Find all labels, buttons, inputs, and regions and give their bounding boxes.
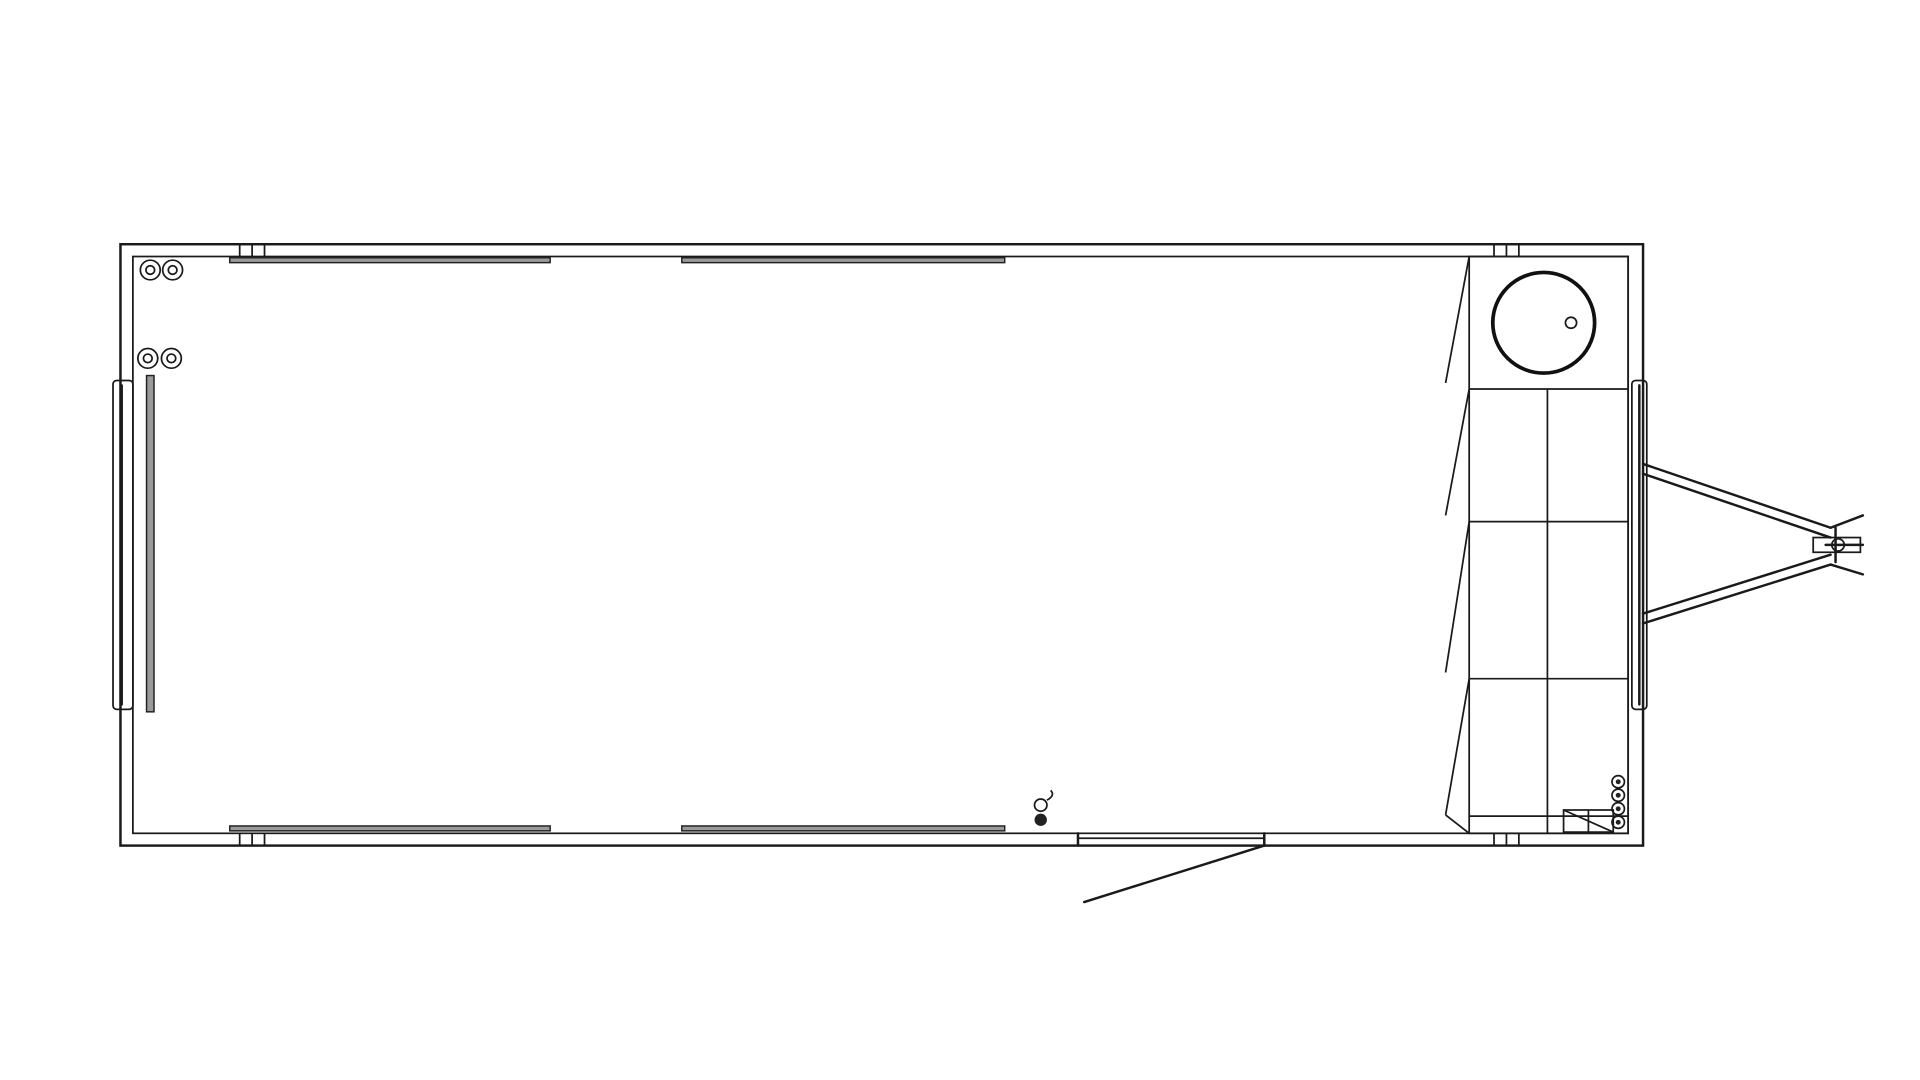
hitch-coupler-icon [1812, 526, 1865, 564]
outlet-icon [1033, 789, 1054, 826]
e-track-rail-bottom-left [229, 825, 551, 832]
breaker-panel-icon [1562, 809, 1615, 833]
d-ring-tie-down-icon [139, 259, 184, 281]
trailer-tongue [1641, 462, 1865, 625]
e-track-rail-bottom-right [681, 825, 1006, 832]
front-cabinet-bank [1468, 255, 1630, 835]
e-track-rail-rear [145, 374, 155, 713]
front-window [1631, 379, 1648, 711]
d-ring-tie-down-icon [136, 347, 183, 370]
e-track-rail-top-left [229, 256, 551, 264]
side-entry-door [1076, 832, 1266, 904]
rear-ramp-door [112, 379, 134, 711]
water-tank-icon [1490, 270, 1597, 375]
cabinet-door-swing [1444, 256, 1471, 834]
trailer-wall [119, 242, 1645, 847]
d-ring-tie-down-icon [1611, 774, 1626, 830]
wall-post-marks [238, 244, 1520, 846]
e-track-rail-top-right [681, 256, 1006, 264]
